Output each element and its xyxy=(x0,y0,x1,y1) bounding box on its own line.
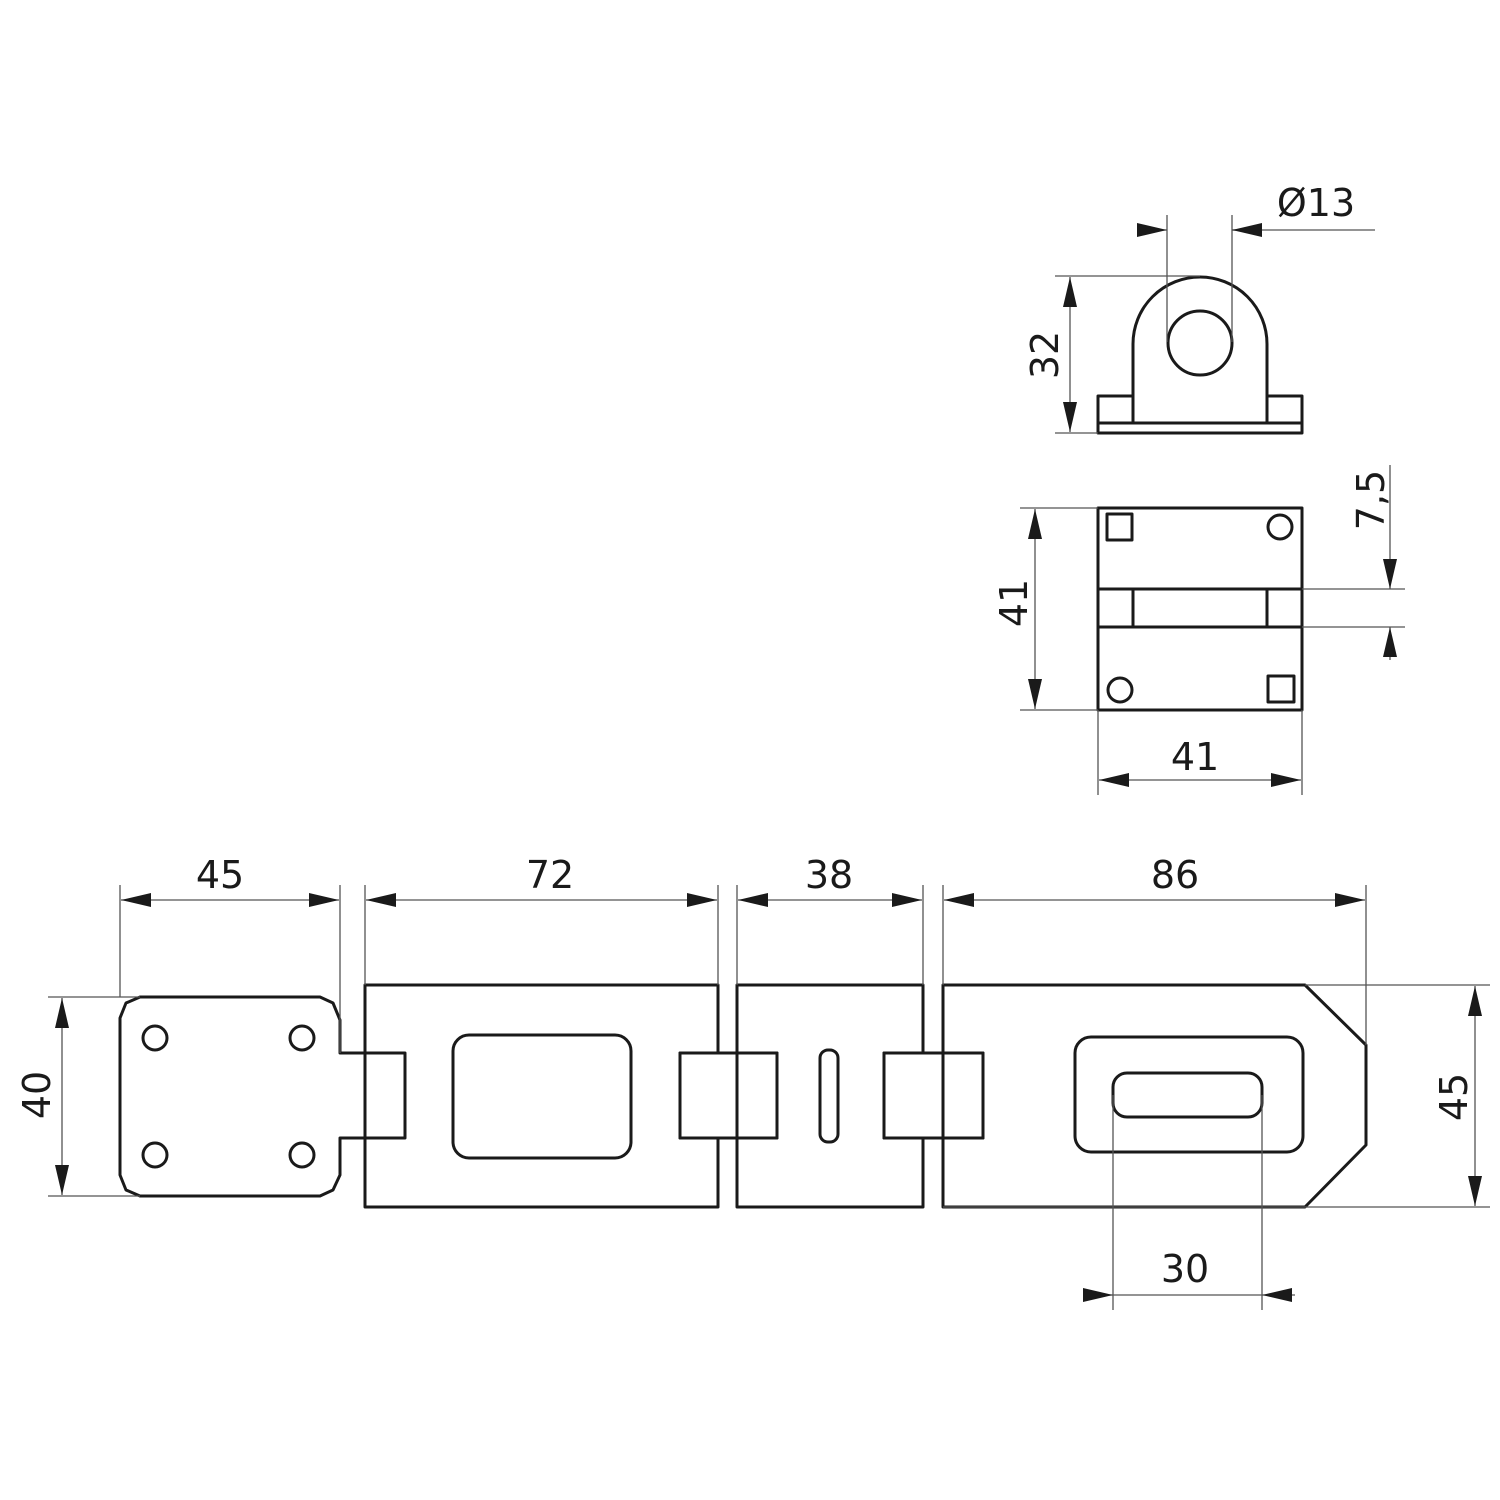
dim-slot-width: 30 xyxy=(1161,1247,1209,1291)
dim-segment-2: 38 xyxy=(805,853,853,897)
dim-plate-height: 40 xyxy=(15,1071,59,1119)
dim-plan-height: 41 xyxy=(992,579,1036,627)
dim-plan-width: 41 xyxy=(1171,735,1219,779)
bracket-hole xyxy=(1166,309,1234,377)
dim-hole-diameter: Ø13 xyxy=(1277,181,1355,225)
dim-band-width: 7,5 xyxy=(1349,470,1393,530)
bracket-plan-view: 41 41 7,5 xyxy=(992,465,1405,795)
hasp-side-view: 45 72 38 86 40 45 30 xyxy=(15,853,1490,1310)
dim-segment-3: 86 xyxy=(1151,853,1199,897)
dim-hasp-height: 45 xyxy=(1432,1073,1476,1121)
dim-bracket-height: 32 xyxy=(1023,331,1067,379)
dim-plate-width: 45 xyxy=(196,853,244,897)
bracket-front-view: Ø13 32 xyxy=(1023,181,1375,435)
dim-segment-1: 72 xyxy=(526,853,574,897)
